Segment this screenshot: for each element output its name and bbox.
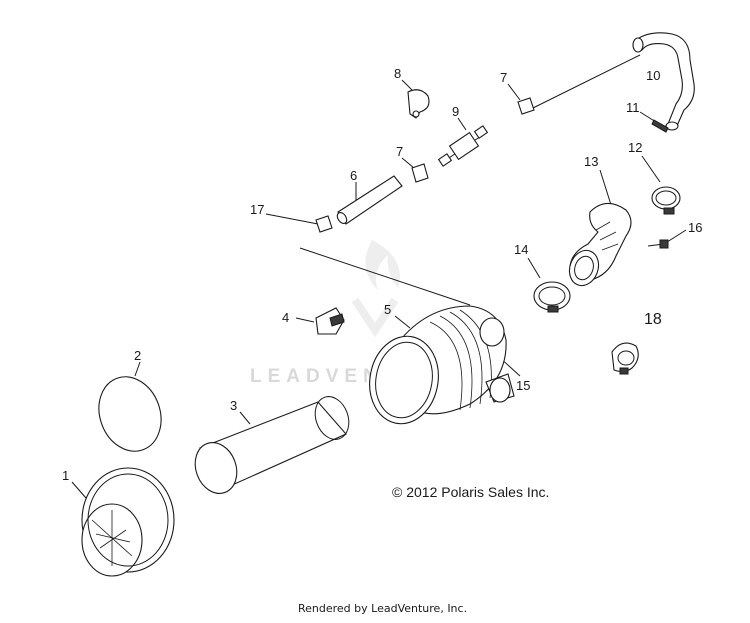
part-screw [647,239,669,249]
part-tube [336,175,403,225]
part-fitting [651,119,669,133]
callout-17: 17 [250,202,264,217]
part-clamp-12 [651,186,681,215]
copyright-text: © 2012 Polaris Sales Inc. [392,484,549,500]
part-elbow-boot [568,202,632,287]
part-clip-upper [517,97,535,115]
callout-11: 11 [626,100,640,115]
callout-14: 14 [514,242,528,257]
footer-text: Rendered by LeadVenture, Inc. [298,602,467,615]
part-mount-bracket [315,307,345,335]
part-p-clamp [407,89,430,119]
callout-5: 5 [384,302,391,317]
callout-16: 16 [688,220,702,235]
callout-13: 13 [584,154,598,169]
callout-15: 15 [516,378,530,393]
callout-8: 8 [394,66,401,81]
callout-7-upper: 7 [500,70,507,85]
callout-2: 2 [134,348,141,363]
callout-3: 3 [230,398,237,413]
part-airbox-housing [369,305,515,425]
callout-18: 18 [644,311,662,328]
callout-4: 4 [282,310,289,325]
callout-7-lower: 7 [396,144,403,159]
callout-1: 1 [62,468,69,483]
part-filter-element [194,396,350,494]
callout-12: 12 [628,140,642,155]
part-hose [632,32,695,131]
part-cover [81,467,175,577]
callout-10: 10 [646,68,660,83]
part-check-valve [437,125,489,167]
callout-labels: 1 2 3 4 5 6 7 7 8 9 10 11 12 13 14 15 16… [62,66,702,483]
part-gasket [98,376,162,452]
part-clip-left [315,215,333,233]
watermark-logo [351,240,400,338]
part-bracket [611,342,639,375]
callout-6: 6 [350,168,357,183]
callout-9: 9 [452,104,459,119]
part-clip-lower [411,163,429,183]
part-clamp-14 [533,281,571,313]
